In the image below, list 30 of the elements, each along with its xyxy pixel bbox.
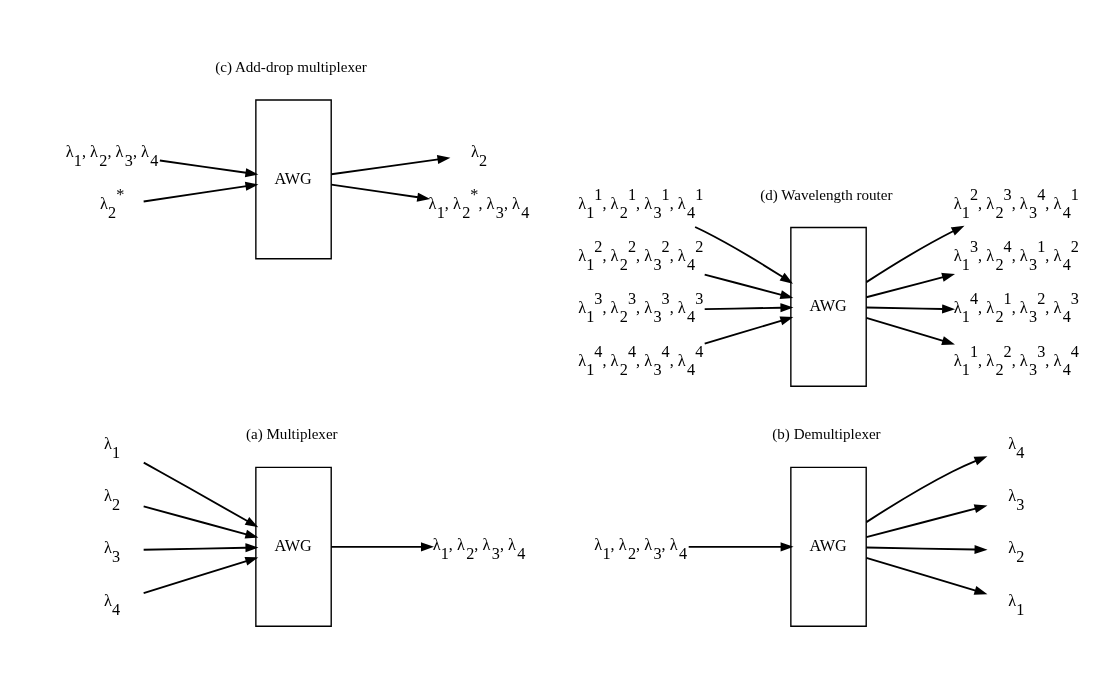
node-box: AWG bbox=[790, 226, 867, 387]
arrow bbox=[142, 504, 259, 539]
arrow bbox=[330, 541, 434, 551]
arrow bbox=[865, 544, 988, 554]
arrow bbox=[703, 315, 794, 345]
arrow bbox=[865, 303, 956, 313]
node-box: AWG bbox=[255, 466, 332, 627]
arrow bbox=[687, 541, 794, 551]
arrow bbox=[142, 542, 259, 552]
arrow bbox=[142, 181, 259, 202]
label: (c) Add-drop multiplexer bbox=[215, 58, 367, 75]
node-box: AWG bbox=[255, 98, 332, 259]
arrow bbox=[694, 225, 793, 284]
arrow bbox=[865, 503, 988, 538]
arrow bbox=[330, 154, 451, 175]
arrow bbox=[703, 302, 794, 312]
arrow bbox=[703, 273, 794, 299]
arrow bbox=[142, 556, 259, 594]
node-box: AWG bbox=[790, 466, 867, 627]
arrow bbox=[330, 183, 431, 202]
arrow bbox=[865, 455, 988, 523]
arrow bbox=[142, 461, 259, 527]
arrow bbox=[865, 556, 988, 595]
label: (a) Multiplexer bbox=[246, 425, 338, 442]
arrow bbox=[865, 272, 955, 298]
label: (b) Demultiplexer bbox=[772, 425, 881, 442]
arrow bbox=[865, 225, 965, 283]
arrow bbox=[865, 316, 955, 345]
label: (d) Wavelength router bbox=[760, 186, 893, 203]
arrow bbox=[158, 159, 259, 177]
